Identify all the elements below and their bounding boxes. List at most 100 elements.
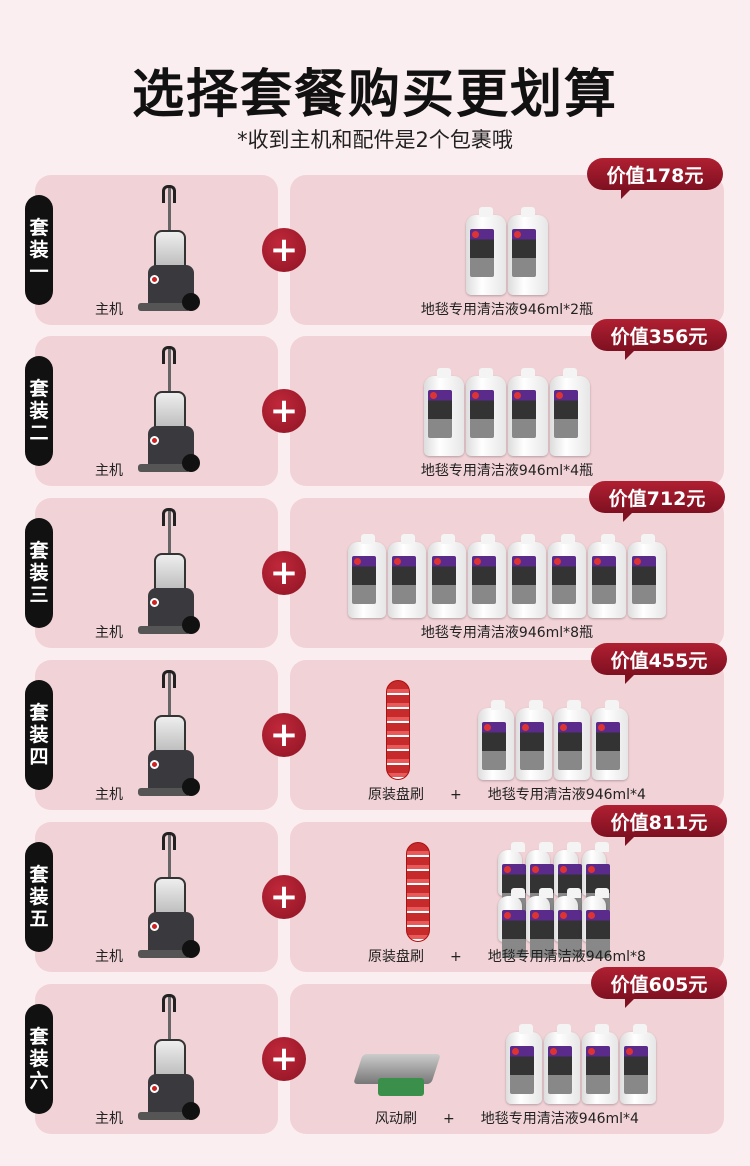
cleaning-solution-bottle: [508, 534, 546, 618]
liquid-label: 地毯专用清洁液946ml*4: [480, 1111, 639, 1127]
accessory-label: 原装盘刷: [368, 949, 425, 965]
plus-sign: +: [450, 787, 462, 803]
vacuum-logo: [150, 598, 159, 607]
accessory-card[interactable]: [290, 336, 724, 486]
bottle-group: [498, 842, 610, 958]
bottle-logo-icon: [634, 558, 641, 565]
cleaning-solution-bottle: [582, 842, 610, 912]
liquid-label: 地毯专用清洁液946ml*4瓶: [420, 463, 594, 479]
vacuum-grip: [162, 508, 176, 526]
bottle-group: [478, 700, 628, 780]
bottle-logo-icon: [532, 866, 539, 873]
vacuum-grip: [162, 994, 176, 1012]
vacuum-handle: [168, 508, 171, 558]
bottle-logo-icon: [394, 558, 401, 565]
host-label: 主机: [95, 949, 123, 965]
vacuum-tank: [154, 230, 186, 270]
product-caption: 原装盘刷+地毯专用清洁液946ml*8: [290, 946, 724, 966]
bottle-logo-icon: [514, 231, 521, 238]
bundle-name-char: 三: [29, 584, 49, 606]
cleaning-solution-bottle: [388, 534, 426, 618]
bundle-name-char: 装: [29, 886, 49, 908]
cleaning-solution-bottle: [582, 888, 610, 958]
host-label: 主机: [95, 1111, 123, 1127]
product-images: [290, 508, 724, 618]
bundle-name-pill: 套装二: [25, 356, 53, 466]
cleaning-solution-bottle: [508, 368, 548, 456]
bundle-name-char: 套: [29, 864, 49, 886]
value-badge: 价值178元: [587, 158, 723, 199]
bundle-name-pill: 套装六: [25, 1004, 53, 1114]
bottle-logo-icon: [504, 912, 511, 919]
cleaning-solution-bottle: [550, 368, 590, 456]
disc-brush-image: [386, 680, 410, 780]
plus-icon: +: [262, 551, 306, 595]
bundle-row[interactable]: 套装三主机+价值712元地毯专用清洁液946ml*8瓶: [0, 481, 750, 650]
cleaning-solution-bottle: [466, 207, 506, 295]
vacuum-tank: [154, 1039, 186, 1079]
bundle-name-pill: 套装四: [25, 680, 53, 790]
bundle-name-char: 套: [29, 378, 49, 400]
vacuum-grip: [162, 832, 176, 850]
bottle-logo-icon: [556, 392, 563, 399]
cleaning-solution-bottle: [428, 534, 466, 618]
bundle-row[interactable]: 套装四主机+价值455元原装盘刷+地毯专用清洁液946ml*4: [0, 643, 750, 812]
bottle-logo-icon: [522, 724, 529, 731]
value-badge: 价值605元: [591, 967, 727, 1008]
bottle-group: [424, 368, 590, 456]
bundle-name-char: 四: [29, 746, 49, 768]
vacuum-tank: [154, 391, 186, 431]
cleaning-solution-bottle: [506, 1024, 542, 1104]
bundle-name-char: 套: [29, 217, 49, 239]
bottle-logo-icon: [514, 392, 521, 399]
vacuum-wheel: [182, 454, 200, 472]
bottle-logo-icon: [484, 724, 491, 731]
cleaning-solution-bottle: [468, 534, 506, 618]
disc-brush-image: [406, 842, 430, 942]
accessory-card[interactable]: [290, 175, 724, 325]
cleaning-solution-bottle: [588, 534, 626, 618]
bottle-logo-icon: [598, 724, 605, 731]
cleaning-solution-bottle: [424, 368, 464, 456]
bundle-row[interactable]: 套装二主机+价值356元地毯专用清洁液946ml*4瓶: [0, 319, 750, 488]
host-label: 主机: [95, 463, 123, 479]
bottle-logo-icon: [430, 392, 437, 399]
bottle-logo-icon: [594, 558, 601, 565]
bottle-logo-icon: [626, 1048, 633, 1055]
bundle-row[interactable]: 套装一主机+价值178元地毯专用清洁液946ml*2瓶: [0, 158, 750, 327]
bundle-row[interactable]: 套装五主机+价值811元原装盘刷+地毯专用清洁液946ml*8: [0, 805, 750, 974]
cleaning-solution-bottle: [498, 888, 526, 958]
liquid-label: 地毯专用清洁液946ml*8瓶: [420, 625, 594, 641]
bottle-logo-icon: [588, 912, 595, 919]
bottle-logo-icon: [514, 558, 521, 565]
bottle-group: [466, 207, 548, 295]
bottle-logo-icon: [434, 558, 441, 565]
bundle-name-char: 六: [29, 1070, 49, 1092]
vacuum-wheel: [182, 616, 200, 634]
vacuum-base: [138, 626, 190, 634]
vacuum-logo: [150, 436, 159, 445]
vacuum-logo: [150, 760, 159, 769]
cleaning-solution-bottle: [526, 888, 554, 958]
bottle-logo-icon: [550, 1048, 557, 1055]
product-images: [290, 346, 724, 456]
vacuum-tank: [154, 553, 186, 593]
vacuum-base: [138, 1112, 190, 1120]
product-images: [290, 185, 724, 295]
cleaning-solution-bottle: [620, 1024, 656, 1104]
bottle-logo-icon: [512, 1048, 519, 1055]
bottle-logo-icon: [472, 392, 479, 399]
air-brush-window: [378, 1078, 424, 1096]
plus-icon: +: [262, 713, 306, 757]
plus-icon: +: [262, 1037, 306, 1081]
bundle-row[interactable]: 套装六主机+价值605元风动刷+地毯专用清洁液946ml*4: [0, 967, 750, 1136]
vacuum-base: [138, 464, 190, 472]
page-subtitle: *收到主机和配件是2个包裹哦: [237, 128, 513, 152]
bottle-logo-icon: [588, 866, 595, 873]
bundle-name-char: 装: [29, 239, 49, 261]
cleaning-solution-bottle: [554, 888, 582, 958]
value-badge: 价值712元: [589, 481, 725, 522]
bottle-logo-icon: [474, 558, 481, 565]
vacuum-wheel: [182, 1102, 200, 1120]
carpet-cleaner-image: [130, 994, 205, 1124]
